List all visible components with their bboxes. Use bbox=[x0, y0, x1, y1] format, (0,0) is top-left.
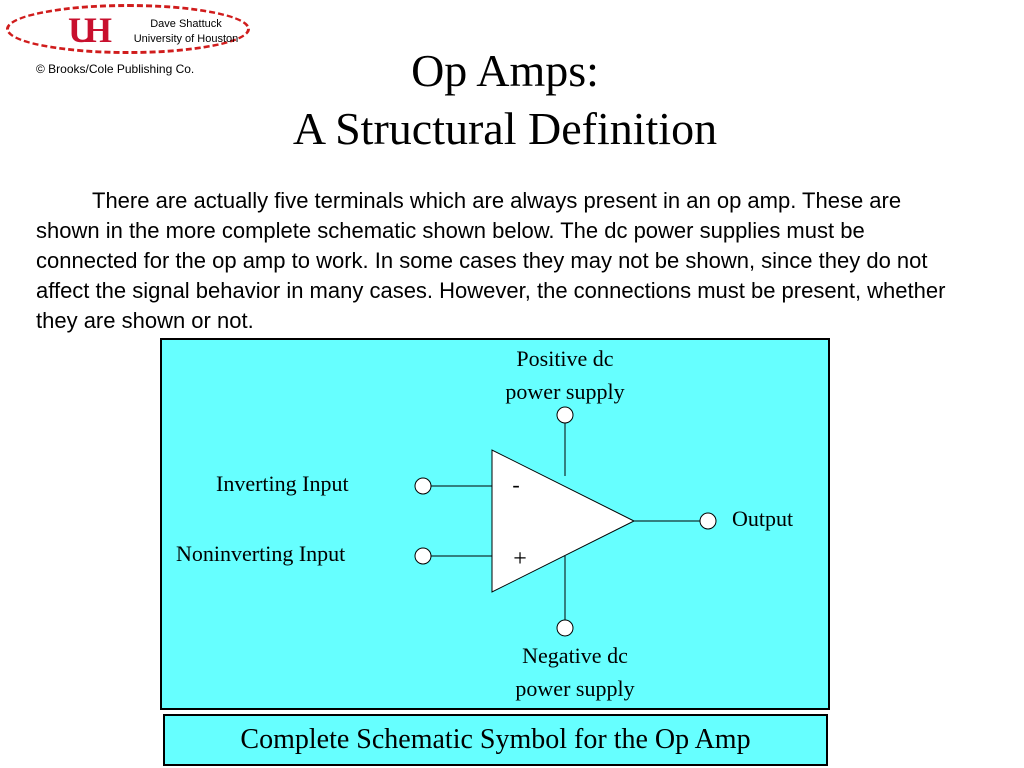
negative-supply-label-line-2: power supply bbox=[515, 676, 635, 701]
schematic-caption: Complete Schematic Symbol for the Op Amp bbox=[163, 714, 828, 766]
plus-sign: + bbox=[513, 546, 527, 572]
op-amp-triangle bbox=[491, 449, 636, 593]
logo-oval bbox=[6, 4, 250, 54]
negative-supply-label: Negative dc power supply bbox=[475, 639, 675, 705]
title-line-2: A Structural Definition bbox=[292, 103, 718, 154]
positive-supply-terminal bbox=[556, 406, 574, 424]
positive-supply-label-line-1: Positive dc bbox=[516, 346, 614, 371]
output-label: Output bbox=[732, 506, 794, 531]
author-credit: Dave Shattuck University of Houston bbox=[126, 17, 246, 47]
author-name: Dave Shattuck bbox=[150, 18, 222, 30]
copyright-notice: © Brooks/Cole Publishing Co. bbox=[36, 62, 195, 76]
op-amp-schematic: - + Positive dc power supply Negative dc… bbox=[160, 338, 830, 710]
positive-supply-label: Positive dc power supply bbox=[465, 342, 665, 408]
slide-title: Op Amps: A Structural Definition bbox=[0, 42, 1010, 158]
author-institution: University of Houston bbox=[133, 33, 239, 45]
inverting-input-label: Inverting Input bbox=[216, 471, 349, 496]
title-line-1: Op Amps: bbox=[411, 45, 599, 96]
negative-supply-label-line-1: Negative dc bbox=[522, 643, 628, 668]
schematic-drawing: - + bbox=[414, 406, 717, 637]
noninverting-input-terminal bbox=[414, 547, 432, 565]
inverting-input-terminal bbox=[414, 477, 432, 495]
positive-supply-label-line-2: power supply bbox=[505, 379, 625, 404]
output-terminal bbox=[699, 512, 717, 530]
noninverting-input-label: Noninverting Input bbox=[176, 541, 346, 566]
negative-supply-terminal bbox=[556, 619, 574, 637]
logo-block: UH Dave Shattuck University of Houston ©… bbox=[0, 0, 260, 90]
minus-sign: - bbox=[512, 472, 519, 497]
body-paragraph: There are actually five terminals which … bbox=[36, 188, 946, 333]
